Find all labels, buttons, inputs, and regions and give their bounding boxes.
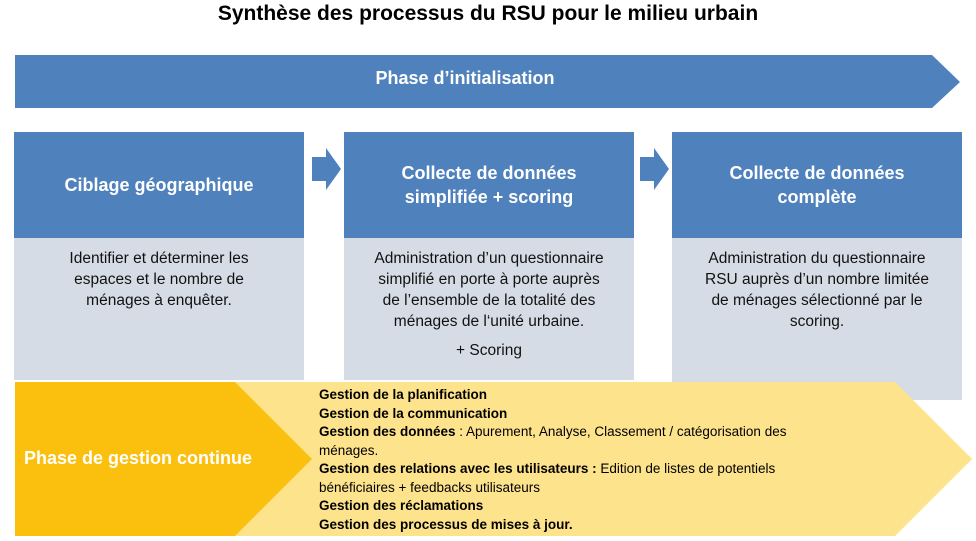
management-item: Gestion de la communication	[319, 405, 508, 421]
step-text: Identifier et déterminer les	[69, 250, 249, 267]
management-list: Gestion de la planification Gestion de l…	[319, 386, 786, 534]
step-text: Administration du questionnaire	[708, 250, 926, 267]
step-header: complète	[777, 187, 857, 207]
step-box-collecte-complete: Collecte de données complète Administrat…	[672, 132, 962, 380]
step-text: de ménages sélectionné par le	[711, 292, 923, 309]
phase-initialisation-label: Phase d’initialisation	[375, 68, 555, 88]
step-header: Collecte de données	[401, 163, 577, 183]
step-text: Administration d’un questionnaire	[374, 250, 604, 267]
step-text: espaces et le nombre de	[74, 271, 244, 288]
management-item: Gestion des réclamations	[319, 498, 484, 513]
step-text: RSU auprès d’un nombre limitée	[705, 271, 929, 288]
management-item: Gestion de la planification	[319, 387, 488, 402]
initialisation-arrow	[15, 55, 960, 108]
arrow-right-icon	[640, 148, 669, 190]
step-text: ménages de l‘unité urbaine.	[393, 313, 585, 330]
step-extra: + Scoring	[456, 342, 522, 359]
management-item: bénéficiaires + feedbacks utilisateurs	[319, 479, 540, 495]
phase-continue-label: Phase de gestion continue	[24, 448, 253, 468]
step-text: ménages à enquêter.	[86, 292, 232, 309]
step-header: Collecte de données	[729, 163, 905, 183]
step-box-collecte-simplifiee: Collecte de données simplifiée + scoring…	[344, 132, 634, 380]
diagram-title: Synthèse des processus du RSU pour le mi…	[217, 2, 759, 25]
management-item: Gestion des processus de mises à jour.	[319, 516, 573, 532]
step-text: simplifié en porte à porte auprès	[378, 271, 600, 288]
step-header: simplifiée + scoring	[404, 187, 574, 207]
step-header: Ciblage géographique	[64, 175, 254, 195]
management-item: Gestion des relations avec les utilisate…	[319, 461, 776, 476]
management-item: ménages.	[319, 442, 379, 458]
management-item: Gestion des données : Apurement, Analyse…	[319, 424, 787, 439]
step-box-ciblage: Ciblage géographique Identifier et déter…	[14, 132, 304, 380]
step-text: scoring.	[789, 313, 845, 330]
arrow-right-icon	[312, 148, 341, 190]
step-text: de l’ensemble de la totalité des	[382, 292, 596, 309]
